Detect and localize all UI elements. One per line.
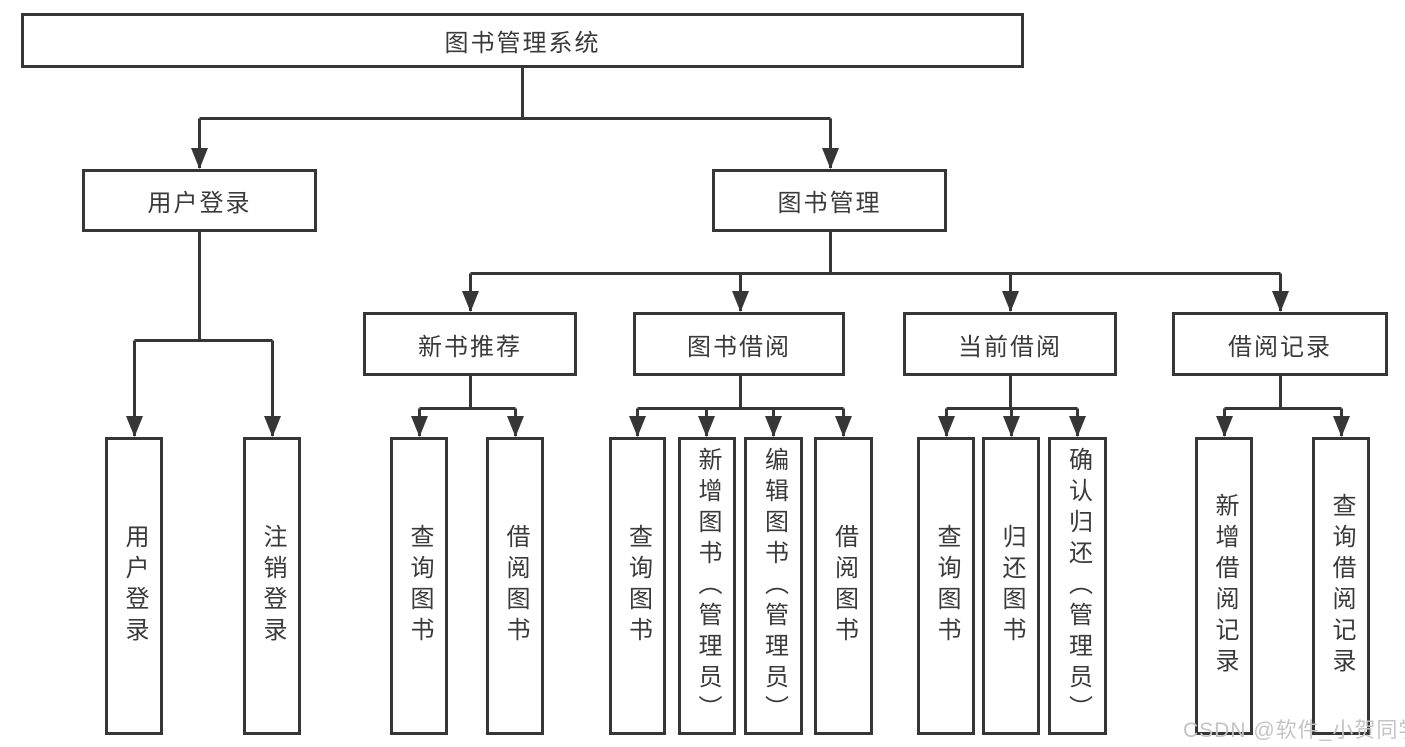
node-current-borrowing: 当前借阅 [903, 312, 1117, 376]
node-new-book-recommend: 新书推荐 [363, 312, 577, 376]
node-book-borrowing: 图书借阅 [633, 312, 845, 376]
node-logout: 注销登录 [243, 437, 301, 735]
node-current-borrowing-label: 当前借阅 [958, 333, 1062, 361]
node-current-query-book: 查询图书 [917, 437, 975, 735]
node-records-add-record-label: 新增借阅记录 [1211, 493, 1238, 679]
node-borrowing-add-book-admin-label: 新增图书（管理员） [694, 446, 721, 726]
node-book-management-label: 图书管理 [777, 190, 882, 217]
node-borrowing-records-label: 借阅记录 [1228, 333, 1332, 361]
node-borrowing-records: 借阅记录 [1172, 312, 1388, 376]
node-book-management: 图书管理 [712, 169, 947, 232]
node-current-confirm-return-admin-label: 确认归还（管理员） [1064, 446, 1092, 726]
node-borrowing-add-book-admin: 新增图书（管理员） [678, 437, 736, 735]
node-current-query-book-label: 查询图书 [933, 524, 960, 648]
node-user-login-leaf: 用户登录 [105, 437, 163, 735]
node-current-confirm-return-admin: 确认归还（管理员） [1048, 437, 1107, 735]
node-user-login-label: 用户登录 [147, 190, 252, 217]
node-borrowing-borrow-book: 借阅图书 [814, 437, 873, 735]
watermark: CSDN @软件_小贺同学 [1183, 719, 1405, 742]
node-user-login-leaf-label: 用户登录 [121, 524, 148, 648]
node-recommend-query-book: 查询图书 [390, 437, 448, 735]
node-records-query-record-label: 查询借阅记录 [1328, 493, 1355, 679]
node-borrowing-borrow-book-label: 借阅图书 [830, 524, 858, 648]
node-current-return-book-label: 归还图书 [998, 524, 1025, 648]
node-records-query-record: 查询借阅记录 [1312, 437, 1370, 735]
connector-segments [133, 68, 1343, 436]
node-library-system: 图书管理系统 [21, 13, 1024, 68]
node-recommend-borrow-book-label: 借阅图书 [502, 524, 529, 648]
node-borrowing-edit-book-admin-label: 编辑图书（管理员） [760, 446, 788, 726]
node-borrowing-edit-book-admin: 编辑图书（管理员） [744, 437, 803, 735]
node-borrowing-query-book: 查询图书 [609, 437, 666, 735]
node-library-system-label: 图书管理系统 [444, 30, 601, 57]
node-new-book-recommend-label: 新书推荐 [418, 333, 522, 361]
node-current-return-book: 归还图书 [982, 437, 1040, 735]
node-logout-label: 注销登录 [259, 524, 286, 648]
arrowheads [126, 148, 1350, 437]
node-book-borrowing-label: 图书借阅 [687, 333, 791, 361]
node-recommend-borrow-book: 借阅图书 [486, 437, 544, 735]
node-records-add-record: 新增借阅记录 [1195, 437, 1253, 735]
node-user-login: 用户登录 [82, 169, 317, 232]
node-recommend-query-book-label: 查询图书 [406, 524, 433, 648]
node-borrowing-query-book-label: 查询图书 [624, 524, 652, 648]
